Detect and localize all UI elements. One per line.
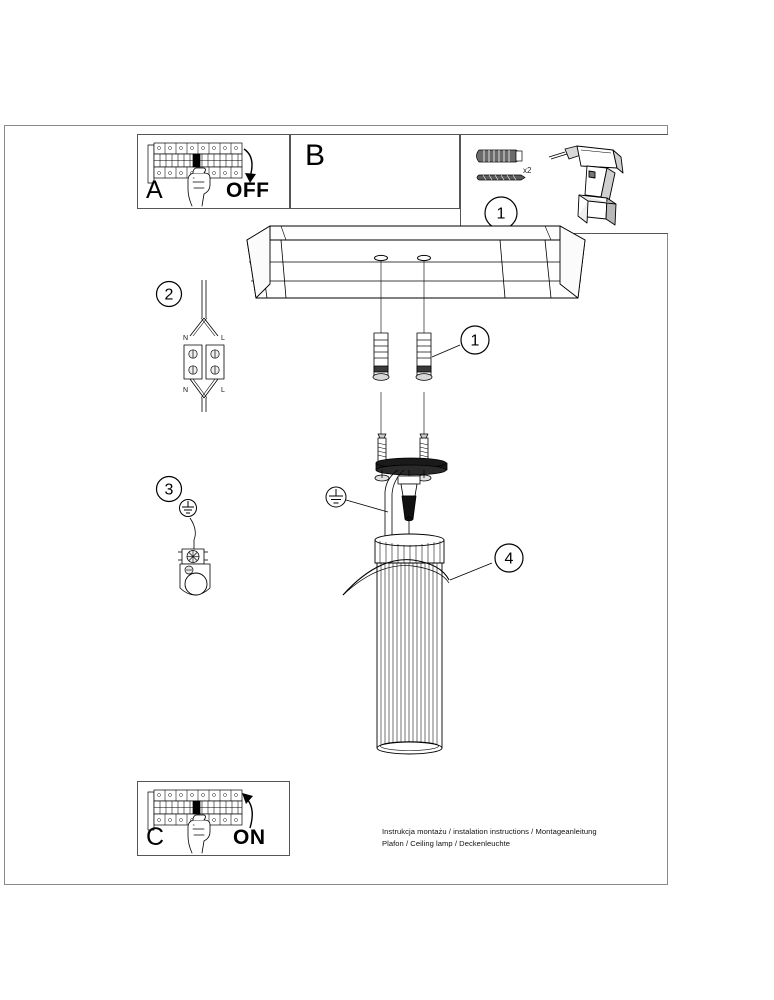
caption-line-1: Instrukcja montażu / instalation instruc… bbox=[382, 827, 597, 836]
callout-number-1: 1 bbox=[497, 206, 506, 223]
drawing-frame bbox=[4, 125, 668, 885]
panel-b-letter: B bbox=[305, 139, 326, 172]
panel-c-letter: C bbox=[146, 823, 165, 851]
breaker-panel-on-illustration bbox=[147, 789, 253, 854]
breaker-panel-off-illustration bbox=[147, 142, 256, 207]
panel-c-power-on: C ON bbox=[137, 781, 290, 856]
panel-a-letter: A bbox=[146, 176, 163, 204]
quantity-label-x2: x2 bbox=[523, 166, 532, 175]
caption-line-2: Plafon / Ceiling lamp / Deckenleuchte bbox=[382, 839, 511, 849]
power-on-label: ON bbox=[233, 826, 266, 849]
parts-and-drill-illustration: 1 bbox=[476, 145, 624, 230]
panel-b: B bbox=[290, 134, 460, 209]
power-off-label: OFF bbox=[226, 179, 270, 202]
caption-block: Instrukcja montażu / instalation instruc… bbox=[382, 826, 634, 851]
panel-a-power-off: A OFF bbox=[137, 134, 290, 209]
panel-parts-and-tool: 1 bbox=[460, 134, 668, 234]
